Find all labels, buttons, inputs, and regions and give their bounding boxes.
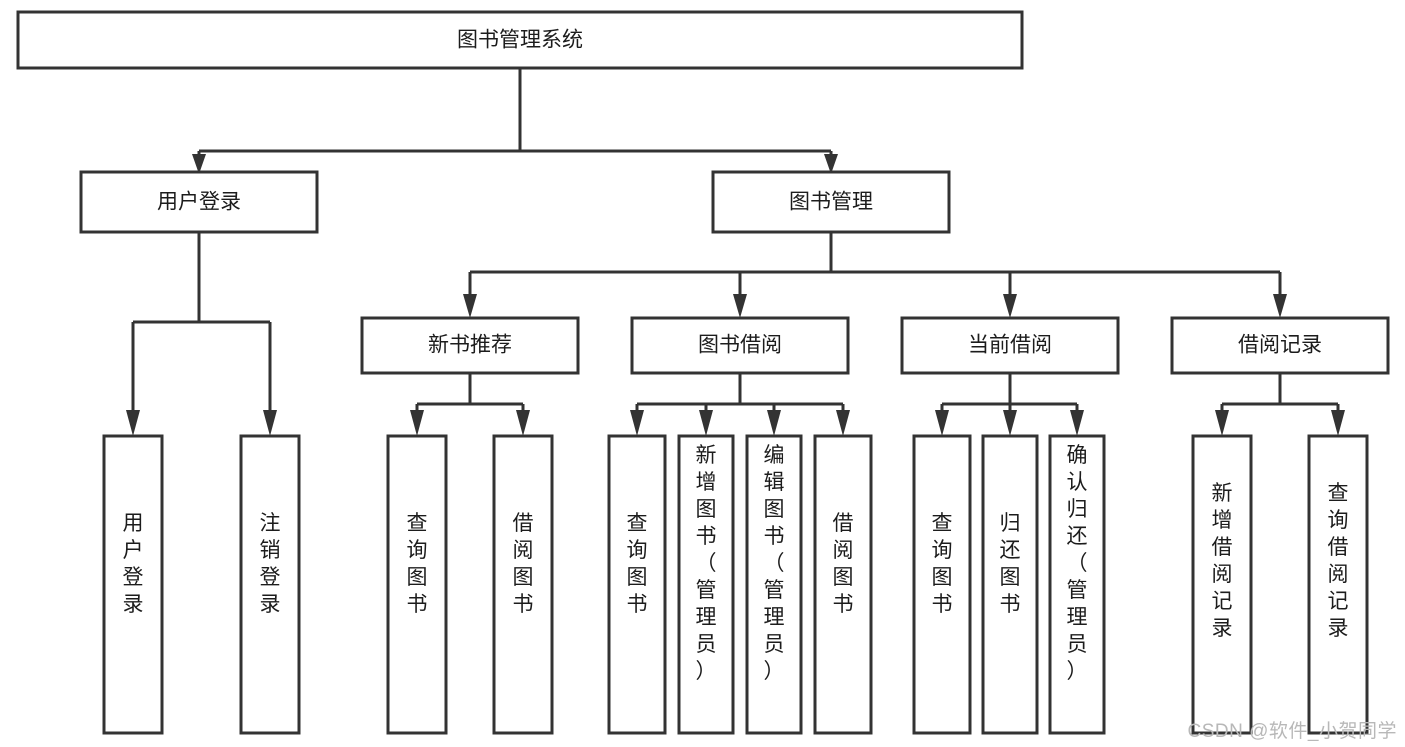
- node-leaf-query-record-box[interactable]: [1307, 434, 1369, 735]
- node-current-borrow-box[interactable]: [900, 316, 1120, 375]
- node-root-label: 图书管理系统: [457, 29, 583, 52]
- node-leaf-query-book-3-label: 查询图书: [932, 512, 953, 616]
- node-leaf-add-book-label: 新增图书（管理员）: [696, 444, 717, 683]
- arrowhead-leaf-query-record: [1331, 410, 1345, 436]
- node-leaf-confirm-return-box[interactable]: [1048, 434, 1106, 735]
- node-root-box[interactable]: [16, 10, 1024, 70]
- node-current-borrow[interactable]: 当前借阅: [900, 316, 1120, 375]
- connector-group: [126, 68, 1345, 436]
- arrowhead-userlogin: [192, 154, 206, 174]
- node-user-login-box[interactable]: [79, 170, 319, 234]
- node-leaf-query-book-1[interactable]: 查询图书: [386, 434, 448, 735]
- node-leaf-user-login-box[interactable]: [102, 434, 164, 735]
- arrowhead-leaf-return-book: [1003, 410, 1017, 436]
- arrowhead-leaf-query-book-3: [935, 410, 949, 436]
- node-user-login[interactable]: 用户登录: [79, 170, 319, 234]
- arrowhead-leaf-query-book-2: [630, 410, 644, 436]
- node-borrow-record-label: 借阅记录: [1238, 334, 1322, 357]
- node-leaf-borrow-book-2-label: 借阅图书: [833, 512, 854, 616]
- arrowhead-leaf-logout: [263, 410, 277, 436]
- node-leaf-query-book-2-box[interactable]: [607, 434, 667, 735]
- arrowhead-leaf-edit-book: [767, 410, 781, 436]
- node-leaf-query-book-2[interactable]: 查询图书: [607, 434, 667, 735]
- node-leaf-query-record[interactable]: 查询借阅记录: [1307, 434, 1369, 735]
- arrowhead-leaf-add-book: [699, 410, 713, 436]
- node-leaf-add-record-label: 新增借阅记录: [1212, 482, 1233, 640]
- node-leaf-logout-label: 注销登录: [260, 512, 281, 616]
- node-user-login-label: 用户登录: [157, 191, 241, 214]
- node-leaf-logout[interactable]: 注销登录: [239, 434, 301, 735]
- node-leaf-query-book-1-box[interactable]: [386, 434, 448, 735]
- arrowhead-leaf-borrow-book-2: [836, 410, 850, 436]
- node-leaf-user-login[interactable]: 用户登录: [102, 434, 164, 735]
- node-leaf-logout-box[interactable]: [239, 434, 301, 735]
- arrowhead-leaf-borrow-book-1: [516, 410, 530, 436]
- arrowhead-bookmanage: [824, 154, 838, 174]
- arrowhead-leaf-confirm-return: [1070, 410, 1084, 436]
- arrowhead-current-borrow: [1003, 294, 1017, 318]
- node-leaf-add-record[interactable]: 新增借阅记录: [1191, 434, 1253, 735]
- node-leaf-edit-book-box[interactable]: [745, 434, 803, 735]
- node-borrow-record-box[interactable]: [1170, 316, 1390, 375]
- node-leaf-query-book-3-box[interactable]: [912, 434, 972, 735]
- node-leaf-add-record-box[interactable]: [1191, 434, 1253, 735]
- node-root[interactable]: 图书管理系统: [16, 10, 1024, 70]
- node-book-manage-box[interactable]: [711, 170, 951, 234]
- node-leaf-edit-book-label: 编辑图书（管理员）: [764, 444, 785, 683]
- arrowhead-book-borrow: [733, 294, 747, 318]
- node-leaf-query-record-label: 查询借阅记录: [1328, 482, 1349, 640]
- node-leaf-borrow-book-2[interactable]: 借阅图书: [813, 434, 873, 735]
- node-leaf-borrow-book-1-box[interactable]: [492, 434, 554, 735]
- node-new-book-rec-box[interactable]: [360, 316, 580, 375]
- node-book-borrow-label: 图书借阅: [698, 334, 782, 357]
- node-leaf-query-book-1-label: 查询图书: [407, 512, 428, 616]
- node-leaf-query-book-3[interactable]: 查询图书: [912, 434, 972, 735]
- node-leaf-borrow-book-1[interactable]: 借阅图书: [492, 434, 554, 735]
- node-leaf-return-book-label: 归还图书: [1000, 512, 1021, 616]
- node-borrow-record[interactable]: 借阅记录: [1170, 316, 1390, 375]
- node-book-borrow[interactable]: 图书借阅: [630, 316, 850, 375]
- node-leaf-add-book[interactable]: 新增图书（管理员）: [677, 434, 735, 735]
- node-leaf-borrow-book-2-box[interactable]: [813, 434, 873, 735]
- node-leaf-confirm-return-label: 确认归还（管理员）: [1067, 444, 1088, 683]
- node-leaf-return-book[interactable]: 归还图书: [981, 434, 1039, 735]
- node-leaf-return-book-box[interactable]: [981, 434, 1039, 735]
- arrowhead-leaf-user-login: [126, 410, 140, 436]
- node-leaf-borrow-book-1-label: 借阅图书: [513, 512, 534, 616]
- node-book-borrow-box[interactable]: [630, 316, 850, 375]
- node-leaf-add-book-box[interactable]: [677, 434, 735, 735]
- node-leaf-confirm-return[interactable]: 确认归还（管理员）: [1048, 434, 1106, 735]
- node-new-book-rec-label: 新书推荐: [428, 334, 512, 357]
- arrowhead-leaf-add-record: [1215, 410, 1229, 436]
- arrowhead-borrow-record: [1273, 294, 1287, 318]
- node-book-manage[interactable]: 图书管理: [711, 170, 951, 234]
- node-book-manage-label: 图书管理: [789, 191, 873, 214]
- arrowhead-leaf-query-book-1: [410, 410, 424, 436]
- node-leaf-query-book-2-label: 查询图书: [627, 512, 648, 616]
- node-current-borrow-label: 当前借阅: [968, 334, 1052, 357]
- node-new-book-rec[interactable]: 新书推荐: [360, 316, 580, 375]
- node-leaf-user-login-label: 用户登录: [123, 512, 144, 616]
- node-leaf-edit-book[interactable]: 编辑图书（管理员）: [745, 434, 803, 735]
- arrowhead-new-book-rec: [463, 294, 477, 318]
